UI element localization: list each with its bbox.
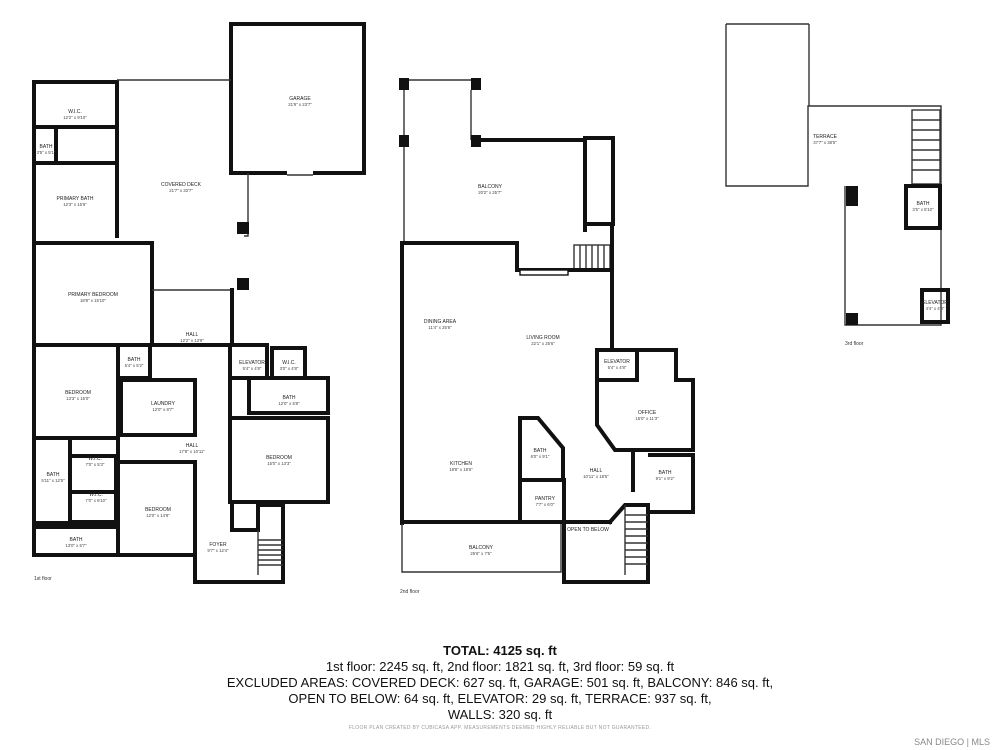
room-label: W.I.C.	[88, 456, 102, 462]
room-dims: 15'0" x 11'3"	[635, 416, 659, 421]
room-label: LIVING ROOM	[526, 335, 559, 341]
room-dims: 7'0" x 6'10"	[85, 498, 107, 503]
room-dims: 9'1" x 9'2"	[656, 476, 675, 481]
room-dims: 7'7" x 6'0"	[536, 502, 555, 507]
floor-label: 1st floor	[34, 576, 52, 582]
first-floor-labels: W.I.C. 12'2" x 9'10" BATH 3'5" x 5'1" PR…	[34, 96, 312, 582]
room-label: BATH	[659, 470, 672, 476]
room-label: BATH	[283, 395, 296, 401]
room-dims: 18'8" x 18'6"	[449, 467, 473, 472]
room-dims: 13'0" x 5'7"	[65, 543, 87, 548]
room-label: OFFICE	[638, 410, 657, 416]
room-label: PANTRY	[535, 496, 555, 502]
room-label: BATH	[917, 201, 930, 207]
area-summary: TOTAL: 4125 sq. ft 1st floor: 2245 sq. f…	[0, 643, 1000, 723]
excluded-areas: EXCLUDED AREAS: COVERED DECK: 627 sq. ft…	[226, 675, 774, 690]
room-label: BALCONY	[469, 545, 494, 551]
room-label: BEDROOM	[145, 507, 171, 513]
floor-label: 2nd floor	[400, 589, 420, 595]
room-label: W.I.C.	[282, 360, 296, 366]
room-label: KITCHEN	[450, 461, 472, 467]
room-label: BALCONY	[478, 184, 503, 190]
room-dims: 12'0" x 5'8"	[278, 401, 300, 406]
room-dims: 12'0" x 14'8"	[146, 513, 170, 518]
first-floor-plan	[32, 22, 366, 584]
walls-area: WALLS: 320 sq. ft	[447, 707, 553, 722]
floor-label: 3rd floor	[845, 341, 864, 347]
room-dims: 11'4" x 25'6"	[428, 325, 452, 330]
room-label: FOYER	[209, 542, 227, 548]
third-floor-labels: TERRACE 37'7" x 38'5" BATH 3'5" x 5'10" …	[813, 134, 948, 347]
excluded-areas-cont: OPEN TO BELOW: 64 sq. ft, ELEVATOR: 29 s…	[288, 691, 712, 706]
brand-logo: SAN DIEGO | MLS	[914, 737, 990, 747]
room-label: BEDROOM	[266, 455, 292, 461]
room-label: ELEVATOR	[604, 359, 630, 365]
second-floor-labels: BALCONY 20'2" x 25'7" DINING AREA 11'4" …	[400, 184, 675, 595]
room-label: GARAGE	[289, 96, 311, 102]
room-label: BATH	[70, 537, 83, 543]
room-dims: 21'7" x 33'7"	[169, 188, 193, 193]
room-label: BATH	[534, 448, 547, 454]
room-dims: 21'9" x 23'7"	[288, 102, 312, 107]
floor-plan: W.I.C. 12'2" x 9'10" BATH 3'5" x 5'1" PR…	[32, 22, 950, 595]
room-label: BATH	[47, 472, 60, 478]
room-dims: 3'5" x 5'10"	[912, 207, 934, 212]
room-dims: 7'0" x 5'3"	[86, 462, 105, 467]
room-dims: 12'2" x 13'9"	[180, 338, 204, 343]
room-dims: 15'0" x 13'3"	[267, 461, 291, 466]
room-dims: 20'2" x 25'7"	[478, 190, 502, 195]
total-area: TOTAL: 4125 sq. ft	[443, 643, 557, 658]
room-label: HALL	[590, 468, 603, 474]
room-label: W.I.C.	[68, 109, 82, 115]
room-dims: 3'5" x 5'1"	[37, 150, 56, 155]
credit-text: FLOOR PLAN CREATED BY CUBICASA APP. MEAS…	[348, 725, 652, 731]
room-dims: 12'0" x 8'7"	[152, 407, 174, 412]
room-label: ELEVATOR	[239, 360, 265, 366]
room-dims: 3'0" x 4'8"	[280, 366, 299, 371]
floor-areas: 1st floor: 2245 sq. ft, 2nd floor: 1821 …	[325, 659, 675, 674]
room-label: PRIMARY BEDROOM	[68, 292, 118, 298]
room-dims: 17'8" x 10'11"	[179, 449, 205, 454]
room-dims: 5'4" x 4'8"	[243, 366, 262, 371]
room-label: HALL	[186, 332, 199, 338]
room-label: HALL	[186, 443, 199, 449]
room-dims: 37'7" x 38'5"	[813, 140, 837, 145]
room-label: COVERED DECK	[161, 182, 202, 188]
room-label: W.I.C.	[89, 492, 103, 498]
room-dims: 9'7" x 12'4"	[207, 548, 229, 553]
room-label: LAUNDRY	[151, 401, 175, 407]
room-label: BEDROOM	[65, 390, 91, 396]
room-dims: 5'11" x 12'5"	[41, 478, 65, 483]
room-label: PRIMARY BATH	[57, 196, 94, 202]
room-dims: 25'6" x 7'5"	[470, 551, 492, 556]
room-dims: 22'1" x 25'6"	[531, 341, 555, 346]
room-label: TERRACE	[813, 134, 838, 140]
room-dims: 4'4" x 4'8"	[926, 306, 945, 311]
third-floor-plan	[725, 23, 950, 326]
room-label: DINING AREA	[424, 319, 457, 325]
room-dims: 12'3" x 15'6"	[63, 202, 87, 207]
room-dims: 6'0" x 9'1"	[531, 454, 550, 459]
room-label: BATH	[128, 357, 141, 363]
room-dims: 5'4" x 5'2"	[125, 363, 144, 368]
room-dims: 12'2" x 9'10"	[63, 115, 87, 120]
room-dims: 10'11" x 18'5"	[583, 474, 609, 479]
room-label: BATH	[40, 144, 53, 150]
room-dims: 13'3" x 15'0"	[66, 396, 90, 401]
room-label: ELEVATOR	[922, 300, 948, 306]
room-dims: 18'8" x 15'10"	[80, 298, 106, 303]
room-label: OPEN TO BELOW	[567, 527, 609, 533]
second-floor-plan	[399, 78, 695, 584]
room-dims: 5'4" x 4'8"	[608, 365, 627, 370]
